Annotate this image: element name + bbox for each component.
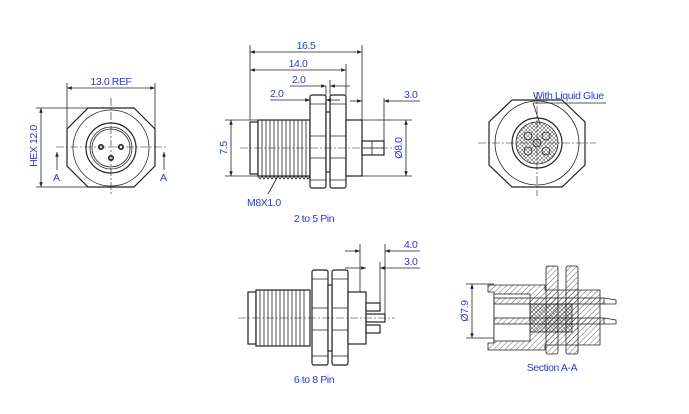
section-mark-left: A [53, 172, 60, 184]
caption-6-to-8-pin: 6 to 8 Pin [294, 374, 335, 386]
section-pin-1 [493, 297, 605, 305]
pin-length-inner-label: 3.0 [404, 256, 418, 268]
nut-bottom-1 [311, 269, 329, 366]
section-diameter-label: Ø7.9 [459, 300, 471, 322]
pin-length-outer-label: 4.0 [404, 239, 418, 251]
nut-width-label: 2.0 [270, 88, 284, 100]
rear-view: With Liquid Glue [478, 90, 606, 196]
hex-label: HEX 12.0 [28, 125, 40, 167]
nut-2 [329, 94, 347, 189]
pin-length-label: 3.0 [404, 89, 418, 101]
thread-label: M8X1.0 [247, 197, 281, 209]
body-diameter-label: Ø8.0 [393, 137, 405, 159]
nut-spacing-label: 2.0 [292, 74, 306, 86]
liquid-glue-note: With Liquid Glue [533, 90, 604, 102]
thread-height-label: 7.5 [218, 141, 230, 155]
nut-bottom-2 [331, 269, 349, 366]
overall-length-label: 16.5 [297, 40, 316, 52]
length-to-body-label: 14.0 [289, 58, 308, 70]
side-view-bottom: 4.0 3.0 6 to 8 Pin [238, 239, 420, 386]
side-view-top: 16.5 14.0 2.0 2.0 3.0 7.5 Ø8.0 M8X1.0 2 … [218, 40, 420, 225]
section-caption: Section A-A [527, 362, 578, 374]
front-view: 13.0 REF HEX 12.0 A A [28, 76, 168, 196]
section-pin-2 [493, 317, 605, 325]
section-view: Ø7.9 Section A-A [459, 265, 617, 374]
width-label: 13.0 REF [90, 76, 131, 88]
nut-1 [309, 94, 327, 189]
caption-2-to-5-pin: 2 to 5 Pin [294, 213, 335, 225]
section-mark-right: A [160, 172, 167, 184]
glue-leader [532, 102, 541, 125]
